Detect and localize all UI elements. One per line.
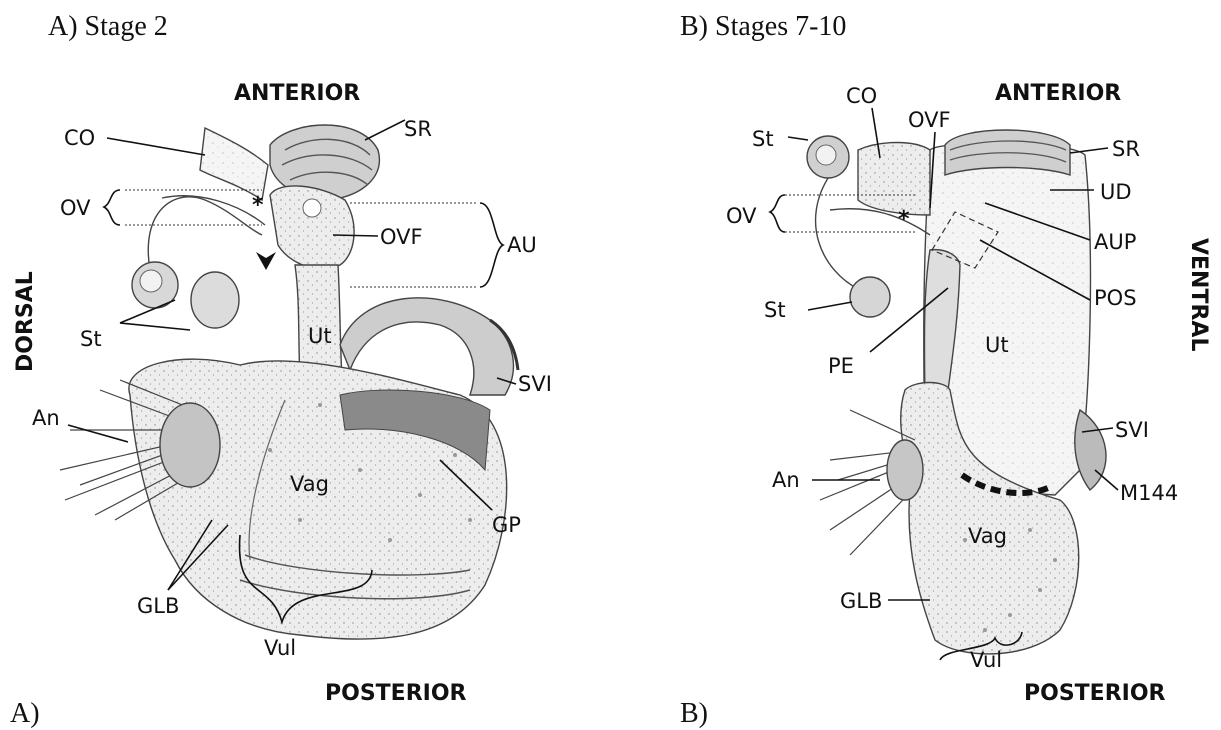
label-b-asterisk: *: [898, 207, 910, 232]
label-a-gp: GP: [492, 513, 521, 537]
label-b-aup: AUP: [1094, 230, 1136, 254]
label-a-vag: Vag: [290, 472, 329, 496]
panel-a-anterior-label: ANTERIOR: [234, 81, 360, 106]
label-b-st-bottom: St: [764, 298, 786, 322]
label-a-st: St: [80, 327, 102, 351]
label-b-sr: SR: [1112, 137, 1140, 161]
label-a-asterisk: *: [252, 193, 264, 218]
label-a-an: An: [32, 406, 60, 430]
label-b-co: CO: [846, 84, 877, 108]
panel-b-title: B) Stages 7-10: [680, 11, 846, 42]
label-b-m144: M144: [1120, 481, 1178, 505]
panel-b-anterior-label: ANTERIOR: [995, 81, 1121, 106]
label-b-pos: POS: [1094, 286, 1137, 310]
label-b-vul: Vul: [970, 648, 1002, 672]
label-b-vag: Vag: [968, 524, 1007, 548]
label-a-glb: GLB: [137, 594, 179, 618]
panel-a-dorsal-label: DORSAL: [13, 271, 38, 372]
label-a-sr: SR: [404, 117, 432, 141]
panel-b-illustration: [807, 130, 1106, 654]
label-a-au: AU: [507, 233, 537, 257]
label-a-vul: Vul: [264, 636, 296, 660]
label-b-glb: GLB: [840, 589, 882, 613]
ov-bracket: [104, 190, 120, 225]
panel-b-corner-label: B): [680, 698, 708, 729]
label-a-ov: OV: [60, 196, 91, 220]
panel-b-ventral-label: VENTRAL: [1186, 238, 1211, 351]
panel-a-posterior-label: POSTERIOR: [325, 681, 467, 706]
label-b-ud: UD: [1100, 180, 1132, 204]
au-bracket: [480, 203, 503, 287]
label-b-svi: SVI: [1115, 418, 1149, 442]
panel-a: A) Stage 2 ANTERIOR POSTERIOR DORSAL A): [10, 11, 552, 729]
panel-a-title: A) Stage 2: [48, 11, 168, 42]
label-a-svi: SVI: [518, 372, 552, 396]
panel-b: B) Stages 7-10 ANTERIOR POSTERIOR VENTRA…: [680, 11, 1211, 729]
label-a-co: CO: [64, 126, 95, 150]
ov-bracket-b: [770, 195, 785, 232]
panel-a-corner-label: A): [10, 698, 40, 729]
label-b-ovf: OVF: [908, 108, 951, 132]
label-b-pe: PE: [828, 354, 854, 378]
label-b-ov: OV: [726, 204, 757, 228]
label-b-ut: Ut: [985, 333, 1009, 357]
label-a-ut: Ut: [308, 324, 332, 348]
panel-a-illustration: [60, 125, 518, 639]
label-a-ovf: OVF: [380, 225, 423, 249]
label-b-st-top: St: [752, 127, 774, 151]
label-b-an: An: [772, 468, 800, 492]
panel-b-posterior-label: POSTERIOR: [1024, 681, 1166, 706]
